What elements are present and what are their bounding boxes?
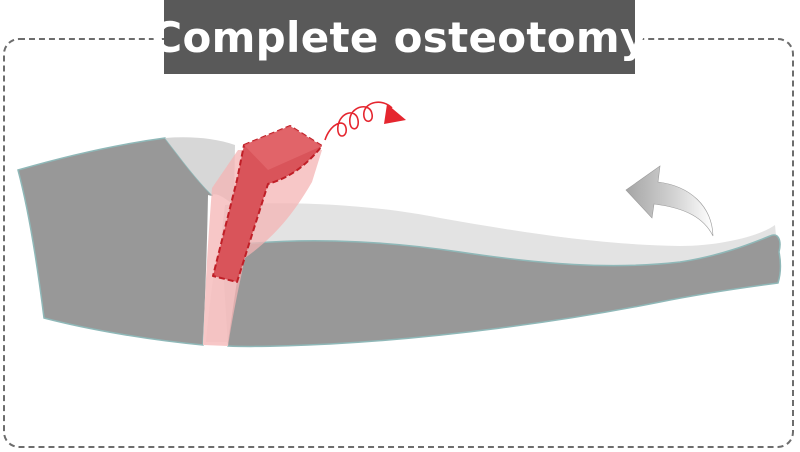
bone-distal-segment [211,234,782,348]
saw-blade-hatched [206,272,238,342]
bone-distal-top-surface [220,203,777,268]
grey-curved-arrow-icon [625,165,714,237]
title-banner: Complete osteotomy [151,0,647,74]
page-title: Complete osteotomy [151,12,648,62]
bone-proximal-segment [17,137,213,346]
red-spiral-arrow-icon [324,101,406,141]
osteotome-wedge [212,125,323,283]
osteotome-wedge-face [244,126,322,170]
